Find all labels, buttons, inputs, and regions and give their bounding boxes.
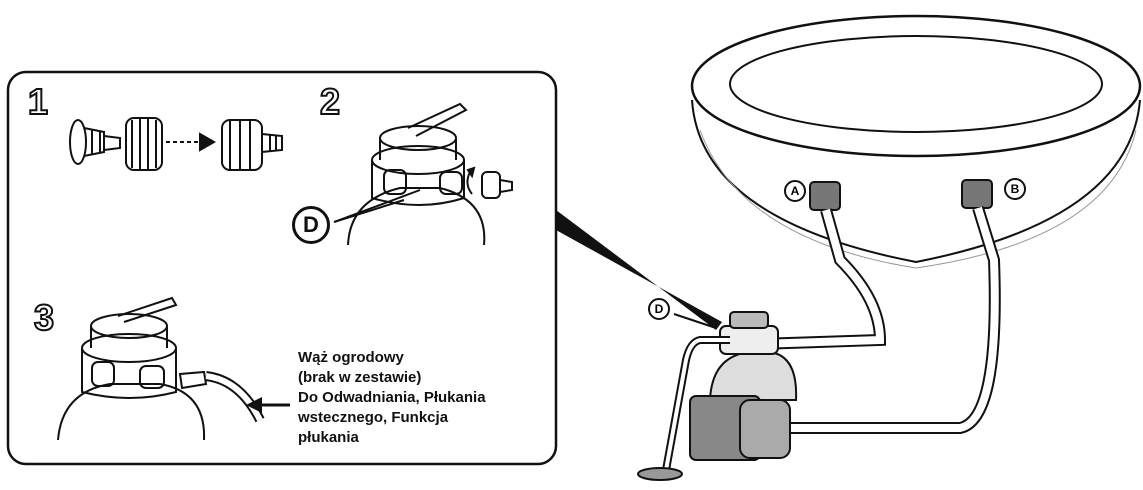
hose-note-line-3: Do Odwadniania, Płukania <box>298 389 486 406</box>
main-d-label: D <box>648 298 670 320</box>
filter-pump <box>637 311 798 481</box>
pool-fittings <box>759 179 1001 434</box>
hose-note-line-5: płukania <box>298 429 359 446</box>
step3-valve <box>57 296 290 441</box>
garden-hose-note: Wąż ogrodowy (brak w zestawie) Do Odwadn… <box>298 348 548 448</box>
step-1-number: 1 <box>27 81 49 122</box>
outlet-b-label: B <box>1004 178 1026 200</box>
step2-valve <box>333 102 513 246</box>
zoom-wedge <box>556 210 722 330</box>
detail-d-label: D <box>292 206 330 244</box>
pool-illustration <box>690 14 1142 269</box>
step-3-number: 3 <box>33 297 55 338</box>
step1-parts <box>69 117 283 171</box>
inset-panel <box>6 70 558 466</box>
step-2-number: 2 <box>319 81 341 122</box>
hose-note-line-1: Wąż ogrodowy <box>298 349 404 366</box>
inlet-a-label: A <box>784 180 806 202</box>
hose-note-line-2: (brak w zestawie) <box>298 369 422 386</box>
hose-note-line-4: wstecznego, Funkcja <box>298 409 449 426</box>
